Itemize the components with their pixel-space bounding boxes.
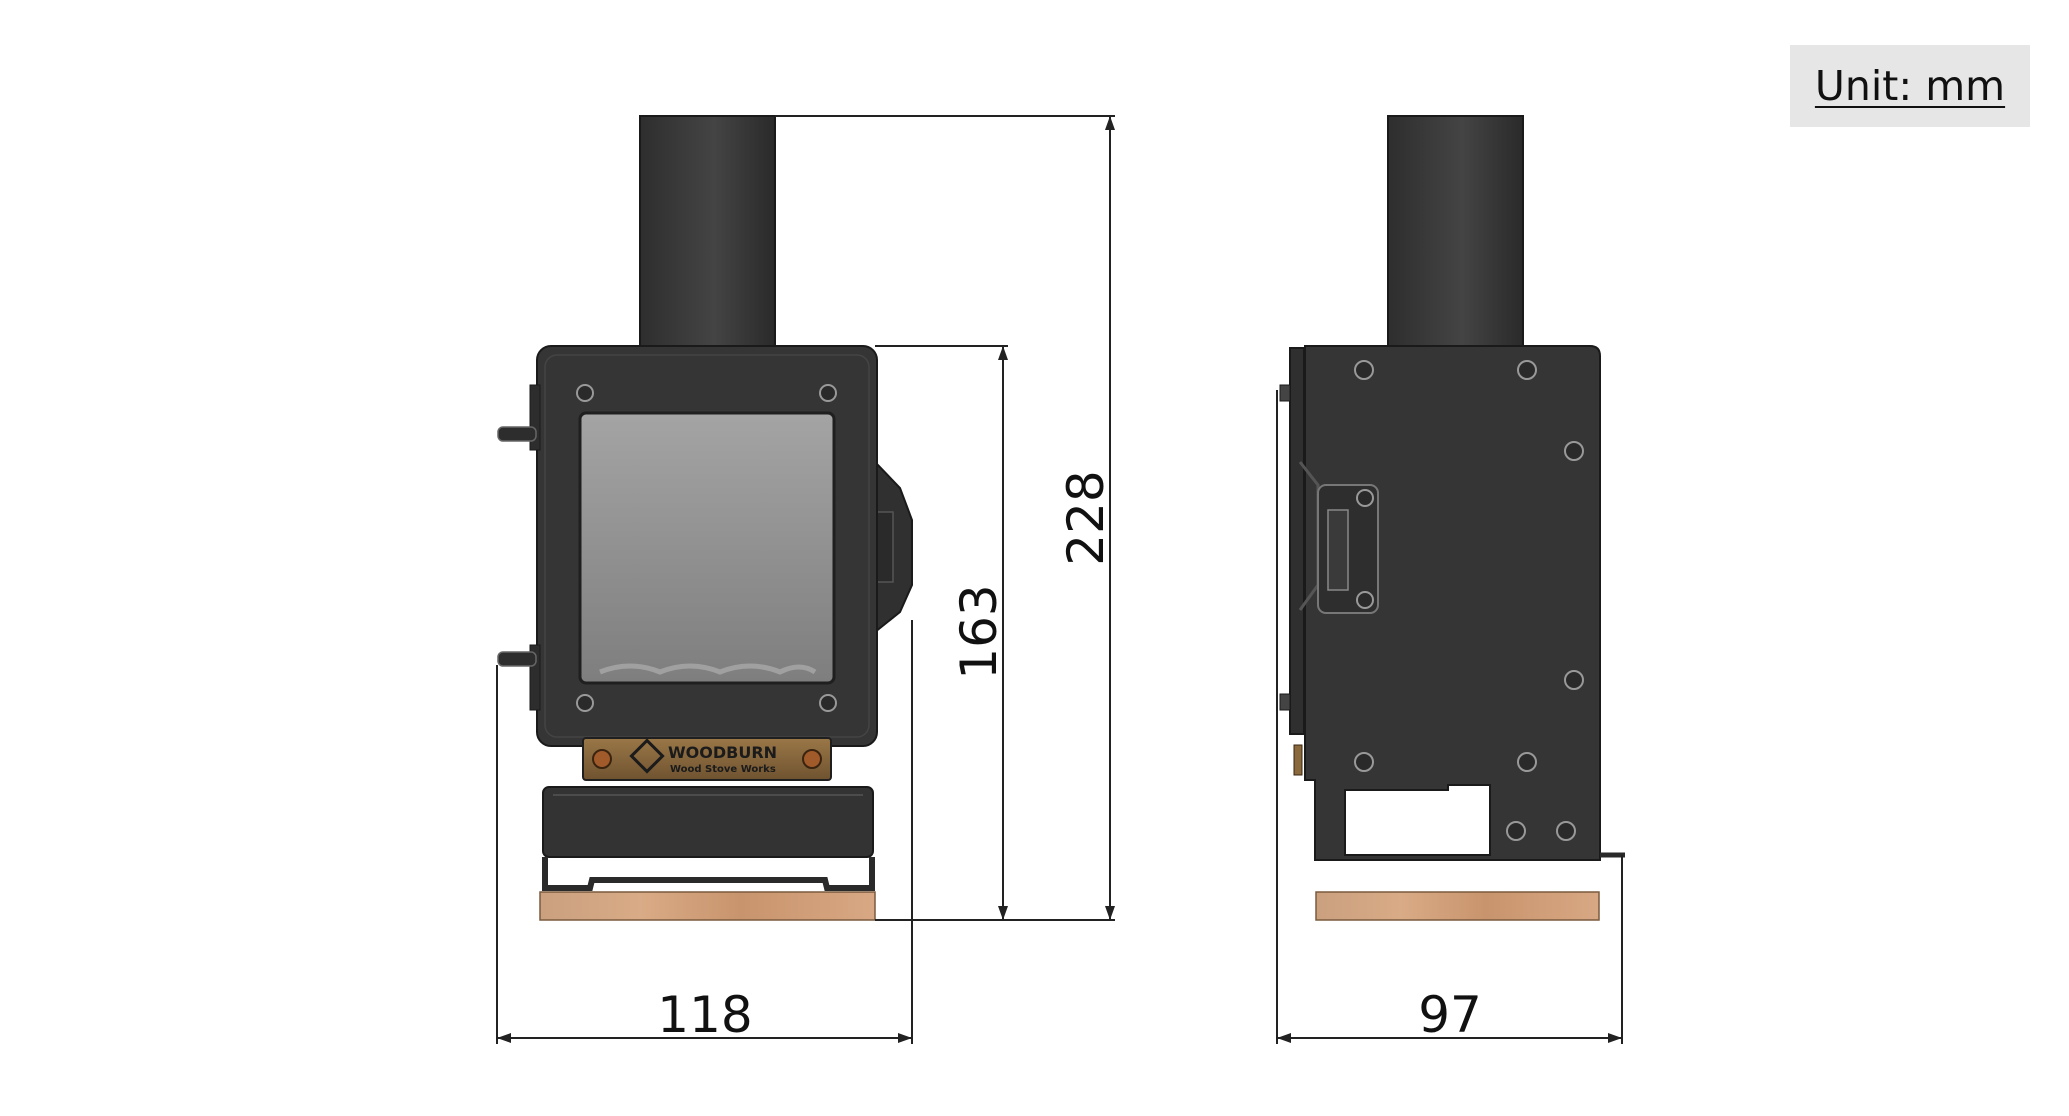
front-hinge-top: [497, 384, 541, 451]
unit-label-box: Unit: mm: [1790, 45, 2030, 127]
front-legs: [542, 857, 875, 891]
side-air-opening: [1344, 784, 1491, 856]
side-door-edge: [1289, 347, 1305, 735]
dimension-arrows: [497, 116, 1622, 1043]
front-glass-window: [578, 411, 836, 685]
nameplate-subtitle: Wood Stove Works: [670, 764, 776, 775]
front-wood-base: [539, 891, 876, 921]
side-view: [1279, 115, 1625, 921]
side-body: [1304, 345, 1601, 861]
nameplate-brand: WOODBURN: [668, 743, 777, 762]
dimension-lines: [496, 115, 1623, 1044]
unit-label: Unit: mm: [1814, 62, 2006, 110]
front-ash-drawer: [542, 786, 874, 858]
side-screws: [1354, 360, 1584, 841]
side-hinge: [1298, 461, 1379, 614]
front-view: WOODBURN Wood Stove Works: [497, 115, 913, 921]
front-nameplate: WOODBURN Wood Stove Works: [582, 737, 832, 781]
front-screws: [576, 384, 837, 712]
dim-side-depth: 97: [1418, 986, 1482, 1044]
front-hinge-bottom: [497, 644, 541, 711]
brand-logo-icon: [629, 738, 665, 774]
dim-total-height: 228: [1057, 470, 1115, 565]
side-chimney: [1387, 115, 1524, 349]
dim-front-width: 118: [657, 986, 752, 1044]
side-wood-base: [1315, 891, 1600, 921]
dim-body-height: 163: [950, 584, 1008, 679]
front-chimney: [639, 115, 776, 349]
